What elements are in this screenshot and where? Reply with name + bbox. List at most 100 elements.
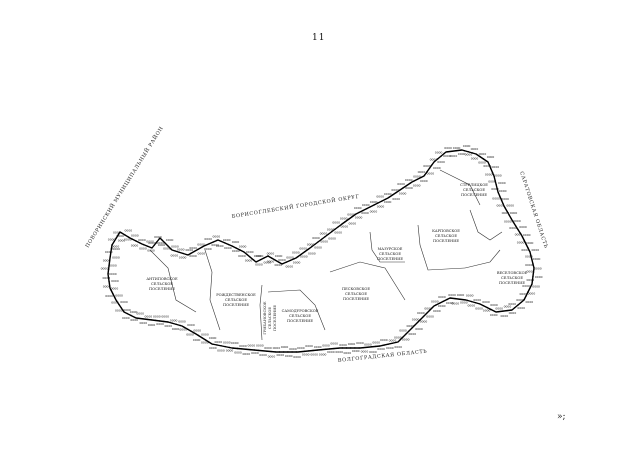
boundary-point: 0000 — [493, 174, 502, 178]
svg-text:0000: 0000 — [372, 340, 380, 344]
boundary-point: 0000 — [118, 300, 128, 306]
boundary-point: 0000 — [446, 298, 454, 305]
boundary-point: 0000 — [302, 350, 310, 356]
boundary-point: 0000 — [224, 243, 232, 250]
boundary-point: 0000 — [312, 236, 320, 243]
boundary-point: 0000 — [504, 203, 514, 209]
boundary-point: 0000 — [115, 307, 123, 312]
svg-text:0000: 0000 — [437, 160, 445, 164]
boundary-mazurskoe — [369, 231, 405, 263]
svg-text:0000: 0000 — [209, 336, 217, 340]
boundary-point: 0000 — [452, 297, 460, 306]
boundary-point: 0000 — [525, 263, 534, 267]
svg-text:0000: 0000 — [490, 313, 498, 317]
boundary-point: 0000 — [330, 342, 338, 350]
svg-text:0000: 0000 — [525, 255, 533, 259]
boundary-point: 0000 — [268, 350, 275, 359]
boundary-point: 0000 — [109, 256, 120, 260]
svg-text:0000: 0000 — [305, 344, 313, 348]
svg-text:0000: 0000 — [394, 345, 402, 349]
boundary-point: 0000 — [273, 346, 280, 353]
svg-text:0000: 0000 — [264, 260, 272, 264]
boundary-point: 0000 — [256, 254, 264, 261]
svg-text:0000: 0000 — [443, 154, 451, 158]
region-antipovskoe: АНТИПОВСКОЕ СЕЛЬСКОЕ ПОСЕЛЕНИЕ — [146, 277, 178, 291]
boundary-point: 0000 — [130, 316, 138, 322]
region-line: ПЕСКОВСКОЕ — [342, 287, 370, 291]
svg-text:0000: 0000 — [105, 294, 113, 298]
boundary-point: 0000 — [412, 318, 420, 324]
svg-text:0000: 0000 — [123, 308, 131, 312]
svg-text:0000: 0000 — [483, 164, 491, 168]
boundary-point: 0000 — [293, 258, 301, 264]
svg-text:0000: 0000 — [452, 302, 460, 306]
svg-text:0000: 0000 — [526, 241, 534, 245]
svg-text:0000: 0000 — [438, 304, 446, 308]
boundary-point: 0000 — [354, 206, 362, 214]
boundary-point: 0000 — [179, 326, 187, 332]
boundary-point: 0000 — [521, 247, 529, 252]
boundary-point: 0000 — [259, 350, 267, 357]
svg-text:0000: 0000 — [344, 351, 352, 355]
boundary-point: 0000 — [299, 247, 307, 253]
boundary-point: 0000 — [384, 198, 392, 204]
svg-text:0000: 0000 — [519, 225, 527, 229]
boundary-point: 0000 — [148, 241, 156, 246]
svg-text:0000: 0000 — [111, 287, 119, 291]
svg-text:0000: 0000 — [216, 244, 224, 248]
boundary-point: 0000 — [389, 338, 397, 344]
boundary-point: 0000 — [213, 235, 220, 242]
svg-text:0000: 0000 — [275, 254, 283, 258]
boundary-point: 0000 — [520, 292, 527, 297]
boundary-point: 0000 — [156, 241, 165, 247]
svg-text:0000: 0000 — [506, 203, 514, 207]
boundary-point: 0000 — [431, 164, 441, 170]
boundary-point: 0000 — [386, 343, 394, 350]
boundary-point: 0000 — [204, 244, 212, 251]
svg-text:0000: 0000 — [458, 152, 466, 156]
boundary-point: 0000 — [161, 315, 169, 323]
svg-text:0000: 0000 — [504, 219, 512, 223]
svg-text:0000: 0000 — [198, 252, 206, 256]
boundary-point: 0000 — [475, 303, 483, 311]
boundary-point: 0000 — [532, 275, 543, 279]
region-samodurovskoe: САМОДУРОВСКОЕ СЕЛЬСКОЕ ПОСЕЛЕНИЕ — [282, 309, 319, 323]
svg-text:0000: 0000 — [389, 338, 397, 342]
svg-text:0000: 0000 — [163, 246, 171, 250]
boundary-point: 0000 — [103, 285, 111, 289]
svg-text:0000: 0000 — [413, 184, 421, 188]
boundary-point: 0000 — [361, 209, 369, 215]
svg-text:0000: 0000 — [165, 324, 173, 328]
boundary-point: 0000 — [189, 252, 197, 258]
svg-text:0000: 0000 — [340, 217, 348, 221]
boundary-point: 0000 — [405, 178, 413, 184]
svg-text:0000: 0000 — [267, 260, 275, 264]
svg-text:0000: 0000 — [116, 234, 124, 238]
boundary-point: 0000 — [215, 340, 222, 346]
svg-text:0000: 0000 — [501, 197, 509, 201]
region-line: ПОСЕЛЕНИЕ — [273, 305, 277, 331]
region-line: СЕЛЬСКОЕ — [345, 292, 367, 296]
svg-text:0000: 0000 — [120, 300, 128, 304]
boundary-point: 0000 — [136, 311, 144, 320]
svg-text:0000: 0000 — [528, 292, 536, 296]
svg-text:0000: 0000 — [475, 307, 483, 311]
svg-text:0000: 0000 — [364, 342, 372, 346]
boundary-point: 0000 — [471, 153, 478, 161]
boundary-point: 0000 — [278, 258, 286, 265]
boundary-point: 0000 — [420, 176, 428, 183]
boundary-point: 0000 — [101, 267, 110, 271]
boundary-point: 0000 — [372, 340, 380, 348]
boundary-point: 0000 — [370, 206, 377, 213]
boundary-point: 0000 — [369, 346, 377, 354]
boundary-point: 0000 — [177, 247, 185, 253]
svg-text:0000: 0000 — [341, 225, 349, 229]
boundary-point: 0000 — [234, 347, 242, 355]
svg-text:0000: 0000 — [391, 188, 399, 192]
svg-text:0000: 0000 — [140, 321, 148, 325]
svg-text:0000: 0000 — [153, 315, 161, 319]
boundary-point: 0000 — [413, 175, 421, 180]
boundary-karpovskoe-east — [469, 209, 503, 241]
svg-text:0000: 0000 — [179, 255, 187, 259]
